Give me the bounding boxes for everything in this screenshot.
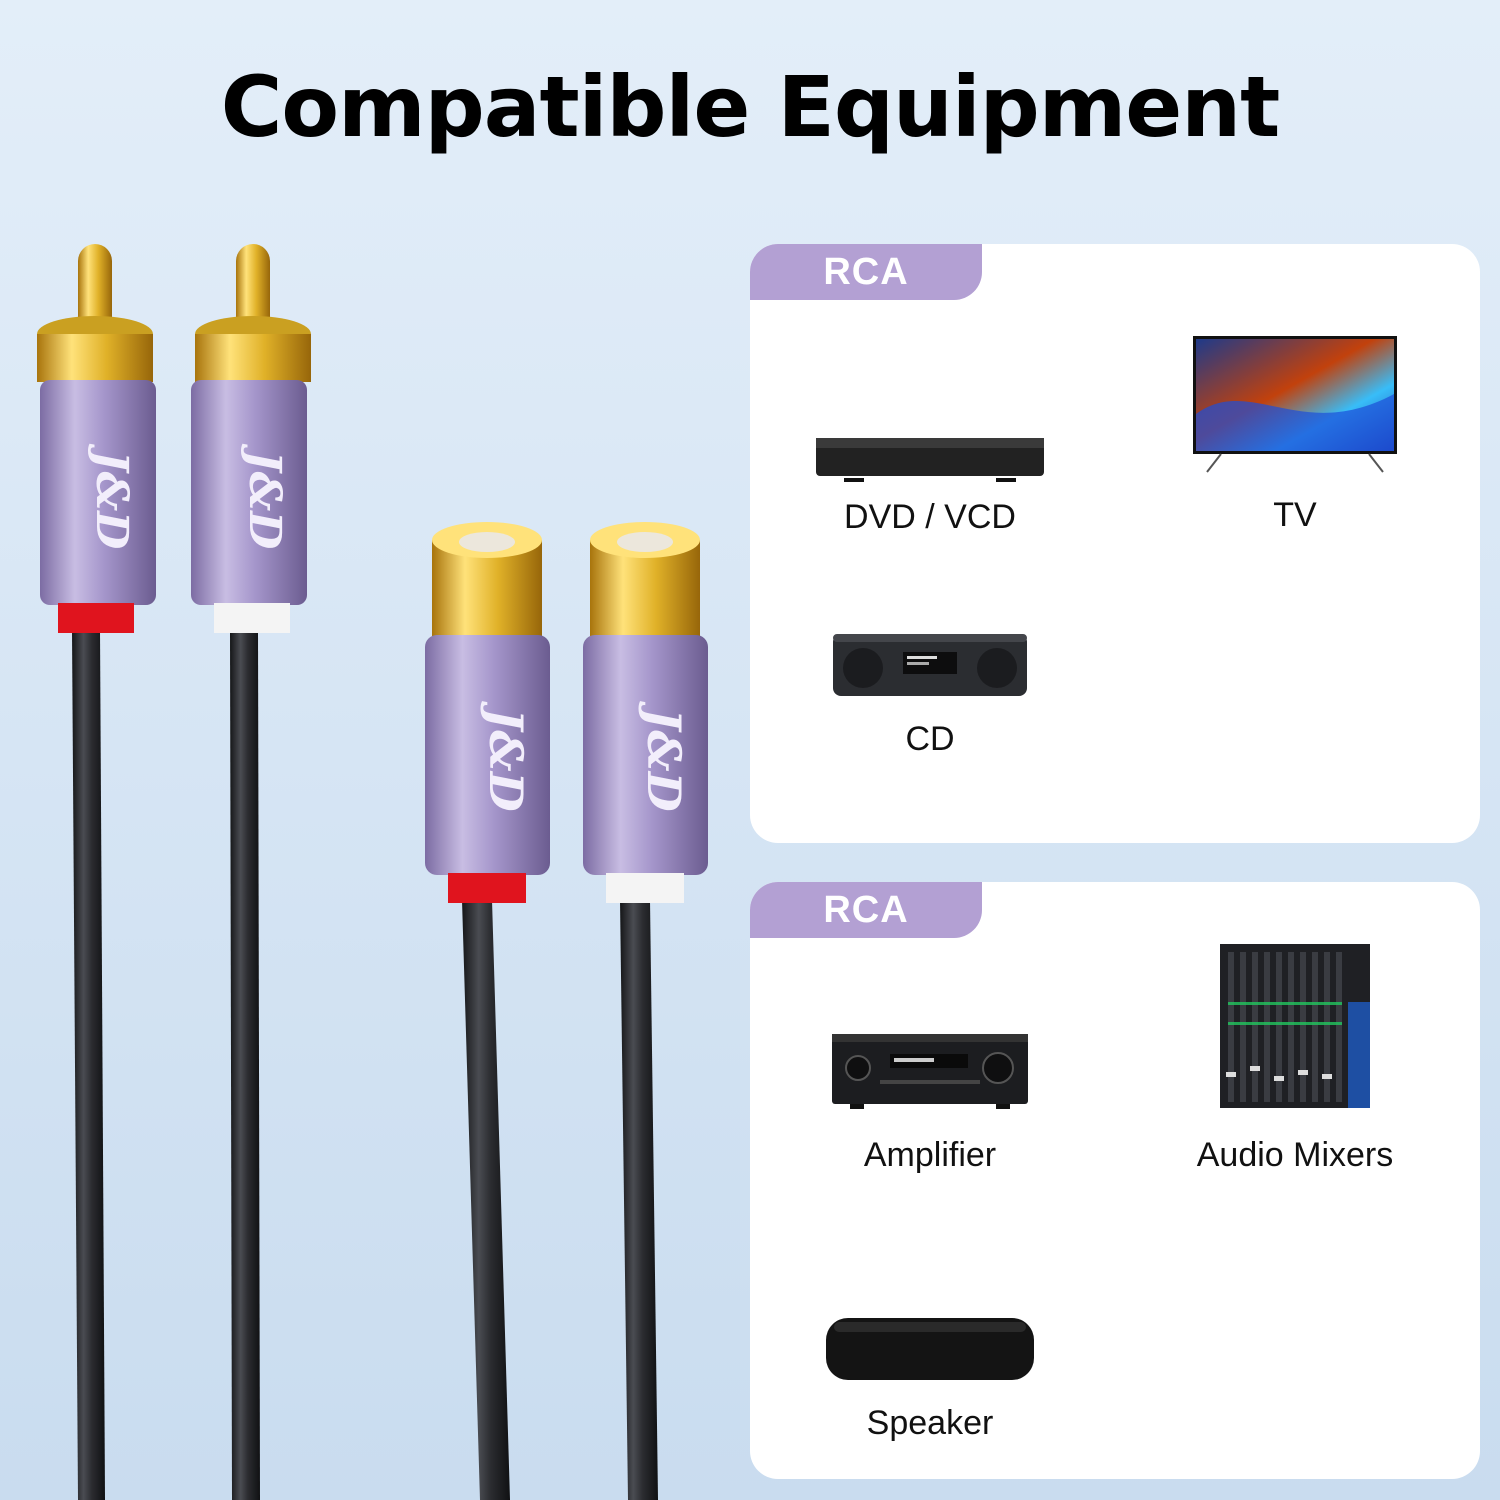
dvd-player-icon <box>816 438 1044 482</box>
device-label: CD <box>905 720 955 758</box>
device-speaker: Speaker <box>820 1312 1040 1452</box>
male-rca-plug-white: J&D <box>191 244 311 633</box>
device-audio-mixer: Audio Mixers <box>1170 942 1420 1182</box>
cable <box>462 900 510 1500</box>
svg-text:J&D: J&D <box>239 444 290 550</box>
device-tv: TV <box>1170 334 1420 544</box>
cable <box>620 900 658 1500</box>
svg-text:J&D: J&D <box>637 700 691 811</box>
compatible-panel-video: RCA DVD / VCD TV <box>750 244 1480 843</box>
female-rca-jack-red: J&D <box>425 522 550 903</box>
female-rca-jack-white: J&D <box>583 522 708 903</box>
device-cd: CD <box>820 624 1040 764</box>
male-rca-plug-red: J&D <box>37 244 156 633</box>
amplifier-icon <box>832 1034 1028 1109</box>
svg-text:J&D: J&D <box>479 700 533 811</box>
rca-tag: RCA <box>750 882 982 938</box>
rca-tag: RCA <box>750 244 982 300</box>
page-title: Compatible Equipment <box>220 58 1280 156</box>
speaker-icon <box>826 1318 1034 1380</box>
cable <box>230 630 260 1500</box>
tv-icon <box>1193 336 1397 473</box>
device-label: DVD / VCD <box>844 498 1016 536</box>
device-amplifier: Amplifier <box>810 1032 1050 1182</box>
device-label: Speaker <box>866 1404 994 1442</box>
rca-cable-illustration: J&D J&D J&D J&D <box>37 244 708 1500</box>
cable <box>72 630 105 1500</box>
device-dvd: DVD / VCD <box>810 424 1050 544</box>
svg-text:J&D: J&D <box>86 444 137 550</box>
device-label: TV <box>1273 496 1317 534</box>
audio-mixer-icon <box>1220 944 1370 1108</box>
device-label: Audio Mixers <box>1196 1136 1394 1174</box>
compatible-panel-audio: RCA Amplifier <box>750 882 1480 1479</box>
cd-stereo-icon <box>833 634 1027 696</box>
device-label: Amplifier <box>863 1136 997 1174</box>
